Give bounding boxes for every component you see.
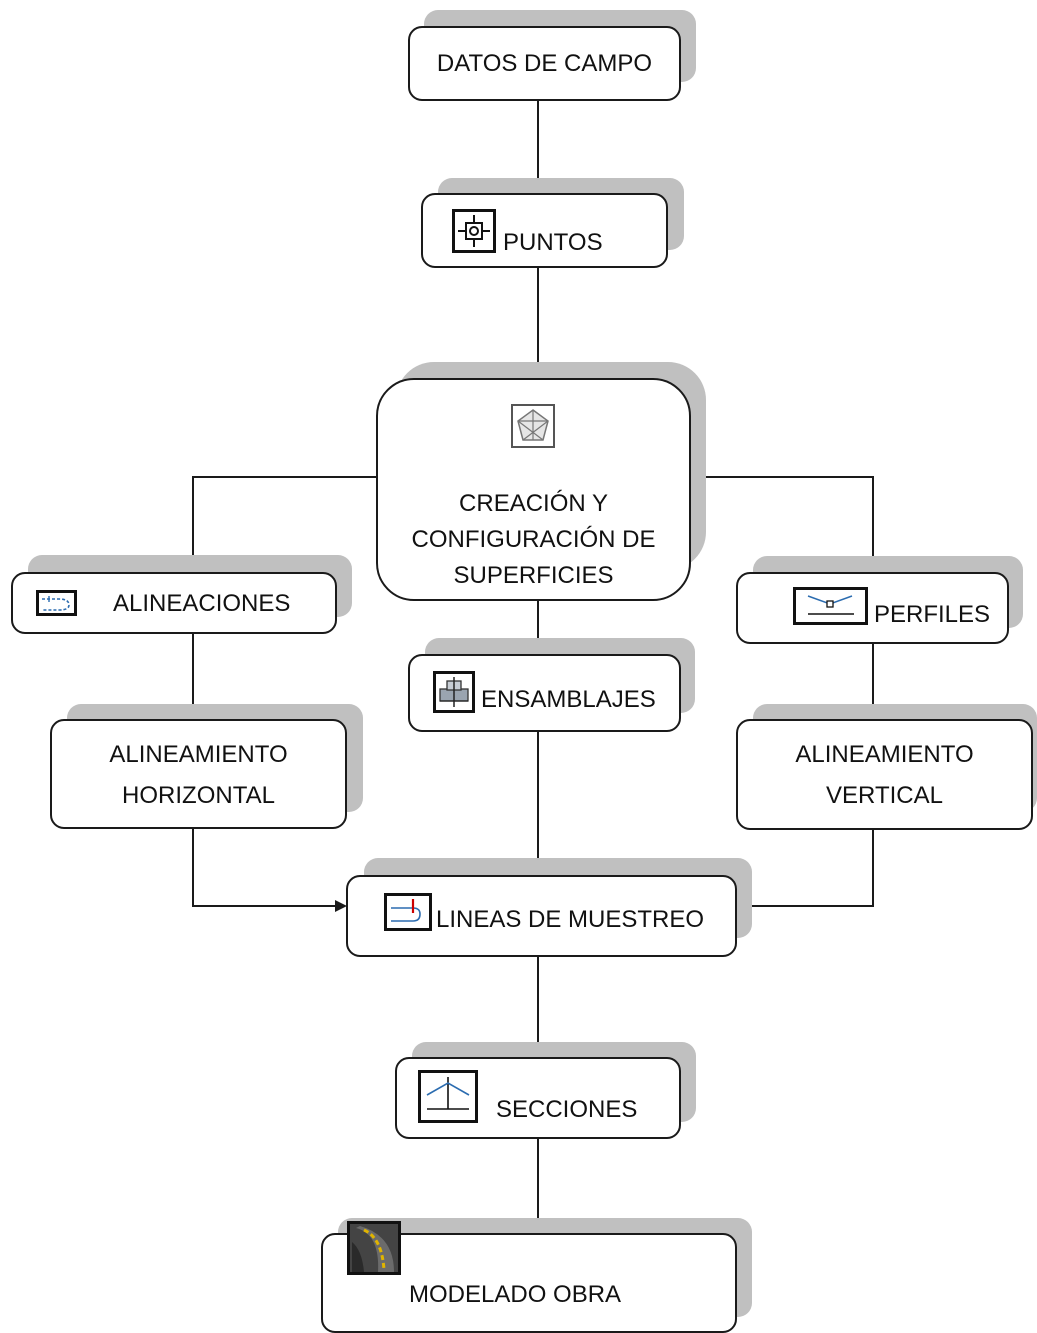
edge-superficies-alineaciones [187,476,376,573]
edge-horizontal-muestreo [192,828,347,912]
node-alineamiento-vertical[interactable]: ALINEAMIENTO VERTICAL [736,719,1033,830]
node-label-line1: CREACIÓN Y [459,490,608,517]
node-label: PERFILES [874,601,991,628]
node-label: LINEAS DE MUESTREO [436,906,705,933]
node-puntos[interactable]: PUNTOS [421,193,668,268]
sample-line-icon [384,893,432,931]
node-label-line2: HORIZONTAL [122,782,275,809]
edge-superficies-perfiles [690,476,879,573]
node-label-line2: CONFIGURACIÓN DE [411,526,656,553]
surface-pentagon-icon [511,404,555,448]
node-ensamblajes[interactable]: ENSAMBLAJES [408,654,681,732]
node-datos-de-campo[interactable]: DATOS DE CAMPO [408,26,681,101]
node-label: ALINEACIONES [113,590,291,617]
node-modelado-obra[interactable]: MODELADO OBRA [321,1221,737,1333]
node-label: SECCIONES [496,1096,638,1123]
node-alineaciones[interactable]: ALINEACIONES [11,572,337,634]
edge-vertical-muestreo [735,830,874,912]
node-perfiles[interactable]: PERFILES [736,572,1009,644]
node-alineamiento-horizontal[interactable]: ALINEAMIENTO HORIZONTAL [50,719,347,829]
profile-icon [793,587,868,625]
node-label: DATOS DE CAMPO [436,49,653,77]
node-label: PUNTOS [503,229,603,256]
node-secciones[interactable]: SECCIONES [395,1057,681,1139]
node-label: MODELADO OBRA [409,1281,622,1308]
assembly-icon [433,671,475,713]
node-label-line2: VERTICAL [826,782,943,809]
node-label-line1: ALINEAMIENTO [795,741,974,768]
corridor-icon [347,1221,401,1275]
section-icon [418,1070,478,1123]
node-label: ENSAMBLAJES [481,686,656,713]
survey-point-icon [452,209,496,253]
node-creacion-superficies[interactable]: CREACIÓN Y CONFIGURACIÓN DE SUPERFICIES [376,378,691,601]
alignment-icon [36,590,77,616]
node-lineas-de-muestreo[interactable]: LINEAS DE MUESTREO [346,875,737,957]
node-label-line3: SUPERFICIES [453,562,614,589]
node-label-line1: ALINEAMIENTO [109,741,288,768]
